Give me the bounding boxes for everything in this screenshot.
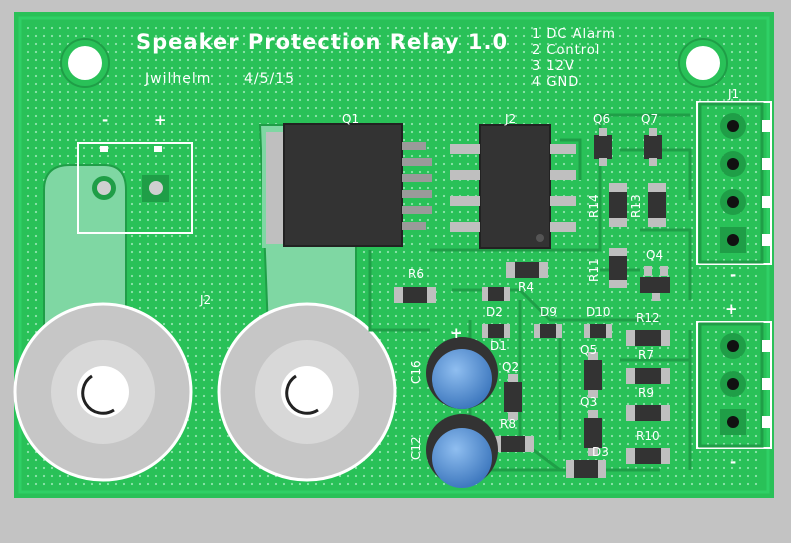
d3-diode [566, 460, 606, 478]
relay-ring-right [217, 302, 397, 482]
u2-ic [450, 124, 576, 249]
terminal-block-left [77, 142, 193, 234]
q3-transistor [584, 410, 602, 456]
c16-capacitor [426, 337, 498, 409]
r12-resistor [626, 330, 670, 346]
r10-resistor [626, 448, 670, 464]
r6-resistor [394, 287, 436, 303]
mounting-hole-left [60, 38, 110, 88]
d1-diode [482, 324, 510, 338]
d2-diode [482, 287, 510, 301]
q5-transistor [584, 352, 602, 398]
j3-connector [696, 321, 772, 449]
d10-diode [584, 324, 612, 338]
d9-diode [534, 324, 562, 338]
c12-capacitor [426, 414, 498, 488]
r14-resistor [609, 183, 627, 227]
r9-resistor [626, 405, 670, 421]
q2-transistor [504, 374, 522, 420]
q6-transistor [594, 128, 612, 166]
r4-resistor [506, 262, 548, 278]
relay-ring-left [13, 302, 193, 482]
r11-resistor [609, 248, 627, 288]
q4-transistor [640, 266, 670, 301]
j1-connector [696, 101, 772, 265]
r7-resistor [626, 368, 670, 384]
mounting-hole-right [678, 38, 728, 88]
r8-resistor [492, 436, 534, 452]
r13-resistor [648, 183, 666, 227]
q1-mosfet [266, 123, 432, 247]
q7-transistor [644, 128, 662, 166]
